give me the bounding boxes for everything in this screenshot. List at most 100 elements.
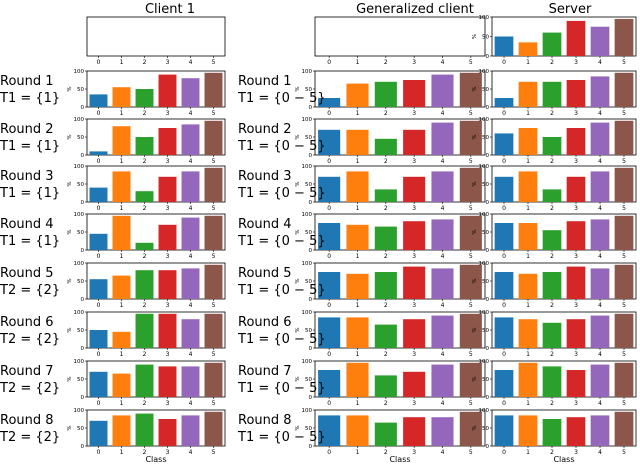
bar-class-1 — [518, 319, 538, 348]
y-axis-label: % — [67, 229, 73, 234]
x-tick-label: 1 — [526, 158, 530, 165]
bar-class-1 — [518, 81, 538, 107]
bar-class-2 — [374, 272, 397, 299]
bar-class-1 — [112, 126, 131, 155]
y-tick-label: 100 — [74, 69, 85, 75]
x-tick-label: 1 — [526, 302, 530, 309]
y-tick-label: 50 — [77, 135, 84, 141]
x-tick-label: 2 — [143, 302, 147, 309]
bar-class-1 — [518, 415, 538, 446]
task-label: T1 = {0 − 5} — [237, 234, 326, 249]
bar-class-2 — [374, 226, 397, 250]
round-label: Round 8 — [238, 413, 292, 428]
x-tick-label: 4 — [189, 110, 193, 117]
bar-class-4 — [590, 364, 610, 397]
x-tick-label: 3 — [574, 158, 578, 165]
bar-class-2 — [374, 138, 397, 155]
y-tick-label: 100 — [302, 164, 313, 170]
x-tick-label: 1 — [526, 351, 530, 358]
y-axis-label: % — [472, 134, 478, 139]
bar-class-0 — [89, 187, 108, 202]
y-axis-label: % — [472, 34, 478, 39]
panel-frame — [86, 118, 226, 156]
x-tick-label: 4 — [189, 158, 193, 165]
x-tick-label: 3 — [574, 59, 578, 66]
x-tick-label: 1 — [120, 59, 124, 66]
x-tick-label: 2 — [143, 449, 147, 456]
y-tick-label: 50 — [482, 87, 489, 93]
bar-class-2 — [135, 364, 154, 397]
bar-class-4 — [590, 122, 610, 155]
bar-class-2 — [135, 242, 154, 250]
y-tick-label: 50 — [77, 328, 84, 334]
bar-class-2 — [542, 419, 562, 446]
bar-class-5 — [614, 313, 634, 348]
x-tick-label: 5 — [212, 400, 216, 407]
bar-class-2 — [374, 81, 397, 107]
x-tick-label: 0 — [327, 59, 331, 66]
x-tick-label: 1 — [120, 205, 124, 212]
x-tick-label: 3 — [412, 400, 416, 407]
round-label: Round 5 — [238, 266, 292, 281]
x-axis-label: Class — [145, 455, 166, 464]
round-label: Round 2 — [238, 122, 292, 137]
y-tick-label: 50 — [305, 279, 312, 285]
y-tick-label: 100 — [479, 164, 490, 170]
bar-class-2 — [135, 137, 154, 155]
y-tick-label: 0 — [81, 346, 85, 352]
x-tick-label: 3 — [412, 253, 416, 260]
bar-class-0 — [494, 272, 514, 299]
y-tick-label: 50 — [482, 279, 489, 285]
bar-class-5 — [204, 313, 223, 348]
y-axis-label: % — [472, 425, 478, 430]
bar-class-4 — [590, 26, 610, 56]
y-axis-label: % — [295, 425, 301, 430]
y-tick-label: 100 — [74, 261, 85, 267]
bar-class-2 — [374, 189, 397, 202]
x-tick-label: 5 — [212, 110, 216, 117]
x-tick-label: 5 — [212, 205, 216, 212]
x-tick-label: 3 — [166, 302, 170, 309]
bar-class-1 — [346, 224, 369, 250]
x-tick-label: 5 — [622, 59, 626, 66]
y-tick-label: 100 — [479, 212, 490, 218]
x-tick-label: 0 — [327, 205, 331, 212]
task-label: T2 = {2} — [0, 332, 60, 347]
x-tick-label: 1 — [526, 59, 530, 66]
panel-frame — [491, 165, 637, 203]
x-tick-label: 3 — [412, 158, 416, 165]
x-tick-label: 0 — [327, 351, 331, 358]
task-label: T1 = {0 − 5} — [237, 283, 326, 298]
x-tick-label: 5 — [469, 302, 473, 309]
bar-class-0 — [89, 371, 108, 397]
bar-class-3 — [566, 417, 586, 446]
bar-class-2 — [542, 189, 562, 202]
bar-class-0 — [494, 370, 514, 397]
y-tick-label: 0 — [81, 297, 85, 303]
y-tick-label: 50 — [305, 377, 312, 383]
x-tick-label: 5 — [622, 253, 626, 260]
bar-class-1 — [518, 128, 538, 155]
y-tick-label: 100 — [74, 117, 85, 123]
bar-class-3 — [403, 266, 426, 299]
y-axis-label: % — [295, 181, 301, 186]
bar-class-4 — [181, 217, 200, 250]
bar-class-2 — [542, 32, 562, 56]
bar-class-4 — [590, 76, 610, 107]
bar-class-4 — [181, 171, 200, 202]
x-tick-label: 2 — [384, 351, 388, 358]
bar-class-0 — [318, 370, 341, 397]
y-tick-label: 0 — [486, 297, 490, 303]
y-tick-label: 50 — [305, 230, 312, 236]
panel-frame — [314, 213, 486, 251]
x-tick-label: 1 — [120, 158, 124, 165]
x-axis-label: Class — [553, 455, 574, 464]
bar-class-5 — [204, 362, 223, 397]
bar-class-3 — [158, 128, 177, 155]
bar-class-3 — [403, 319, 426, 348]
panel-frame — [314, 409, 486, 447]
x-tick-label: 5 — [212, 59, 216, 66]
